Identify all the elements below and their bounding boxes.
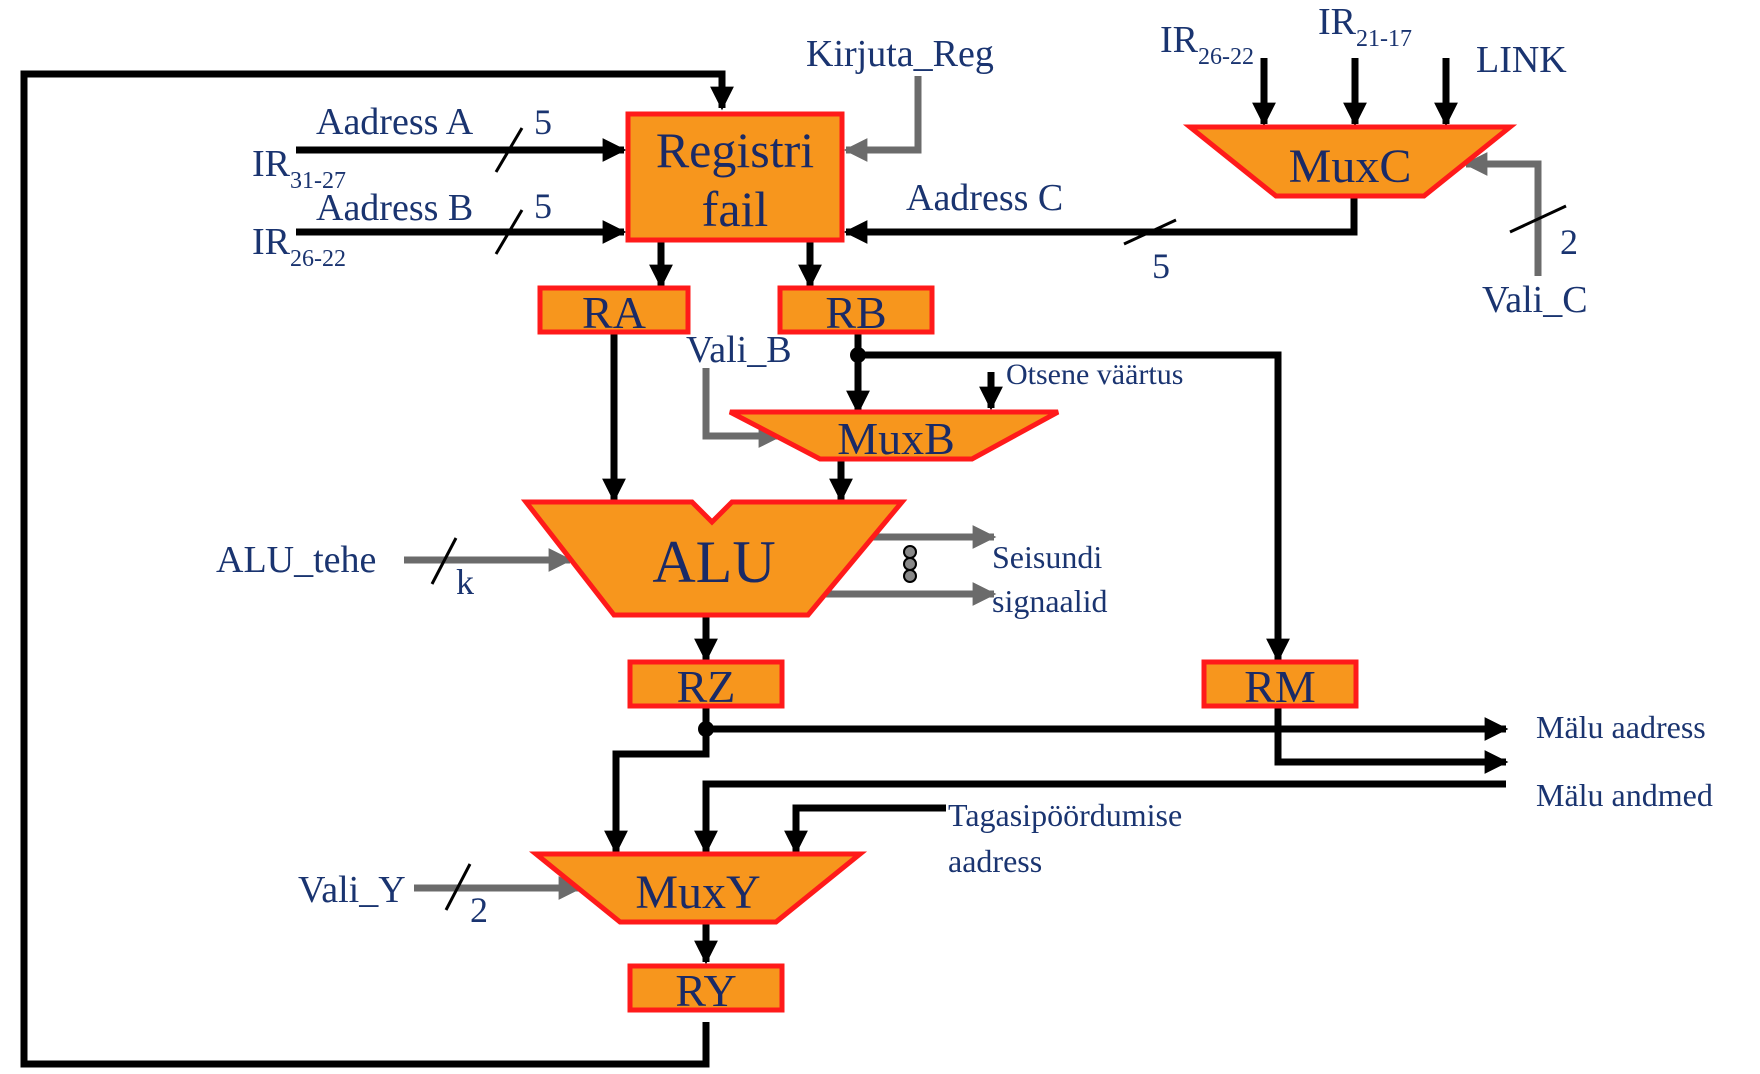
muxc-in2-label: IR21-17 [1318, 1, 1412, 52]
muxc-in1-label: IR26-22 [1160, 19, 1254, 70]
select-c-wire [1463, 152, 1542, 276]
address-c-wire [843, 196, 1358, 244]
select-y-label: Vali_Y [298, 869, 406, 911]
address-a-slash [494, 127, 524, 173]
address-c-slash [1123, 218, 1177, 246]
alu-label: ALU [652, 529, 775, 595]
memory-address-label: Mälu aadress [1536, 709, 1706, 745]
rz-junction-dot [698, 721, 714, 737]
ry-register: RY [627, 963, 785, 1016]
ry-feedback-wire [20, 70, 734, 1068]
rb-label: RB [825, 287, 886, 338]
return-address-label-1: Tagasipöördumise [948, 797, 1182, 833]
memory-data-to-muxy-wire [694, 780, 1506, 855]
rz-register: RZ [627, 659, 785, 712]
alu-block: ALU [520, 499, 908, 618]
select-c-width: 2 [1560, 222, 1578, 262]
rm-label: RM [1244, 661, 1316, 712]
select-b-label: Vali_B [686, 329, 792, 371]
rb-junction-dot [850, 347, 866, 363]
ir-b-label: IR26-22 [252, 221, 346, 272]
memory-data-label: Mälu andmed [1536, 777, 1713, 813]
muxb-label: MuxB [837, 413, 955, 464]
rb-to-rm-wire [858, 351, 1290, 663]
select-y-width: 2 [470, 890, 488, 930]
address-b-width: 5 [534, 186, 552, 226]
muxc-block: MuxC [1182, 124, 1518, 199]
rz-label: RZ [677, 661, 736, 712]
muxy-label: MuxY [635, 866, 760, 919]
rz-to-muxy-wire [604, 729, 710, 855]
select-y-slash [444, 863, 472, 911]
register-file-label-1: Registri [656, 122, 814, 178]
register-file-label-2: fail [702, 181, 769, 237]
status-ellipsis-icon [903, 545, 917, 583]
muxy-block: MuxY [528, 851, 868, 925]
immediate-label: Otsene väärtus [1006, 358, 1183, 391]
alu-op-label: ALU_tehe [216, 539, 376, 581]
alu-op-slash [430, 537, 458, 585]
address-b-slash [494, 209, 524, 255]
address-b-label: Aadress B [316, 187, 473, 229]
rm-register: RM [1201, 659, 1359, 712]
write-reg-wire [843, 76, 922, 162]
ra-label: RA [582, 287, 646, 338]
muxb-block: MuxB [728, 409, 1060, 464]
return-address-wire [784, 804, 946, 855]
ir-a-label: IR31-27 [252, 143, 346, 194]
address-a-label: Aadress A [316, 101, 474, 143]
address-c-width: 5 [1152, 246, 1170, 286]
write-reg-label: Kirjuta_Reg [806, 33, 994, 75]
select-b-wire [702, 368, 783, 448]
select-c-slash [1509, 204, 1567, 234]
rz-to-memory-address-wire [702, 706, 1509, 741]
status-signals-label-2: signaalid [992, 583, 1108, 619]
address-a-width: 5 [534, 102, 552, 142]
rm-to-memory-data-wire [1274, 706, 1509, 774]
status-signals-label-1: Seisundi [992, 539, 1102, 575]
ra-register: RA [537, 285, 691, 338]
return-address-label-2: aadress [948, 843, 1042, 879]
select-c-label: Vali_C [1482, 279, 1588, 321]
link-label: LINK [1476, 39, 1567, 81]
alu-op-width: k [456, 562, 474, 602]
muxc-label: MuxC [1289, 140, 1412, 193]
rb-register: RB [777, 285, 935, 338]
ry-label: RY [675, 965, 736, 1016]
address-c-label: Aadress C [906, 177, 1063, 219]
register-file-block: Registri fail [625, 111, 845, 243]
